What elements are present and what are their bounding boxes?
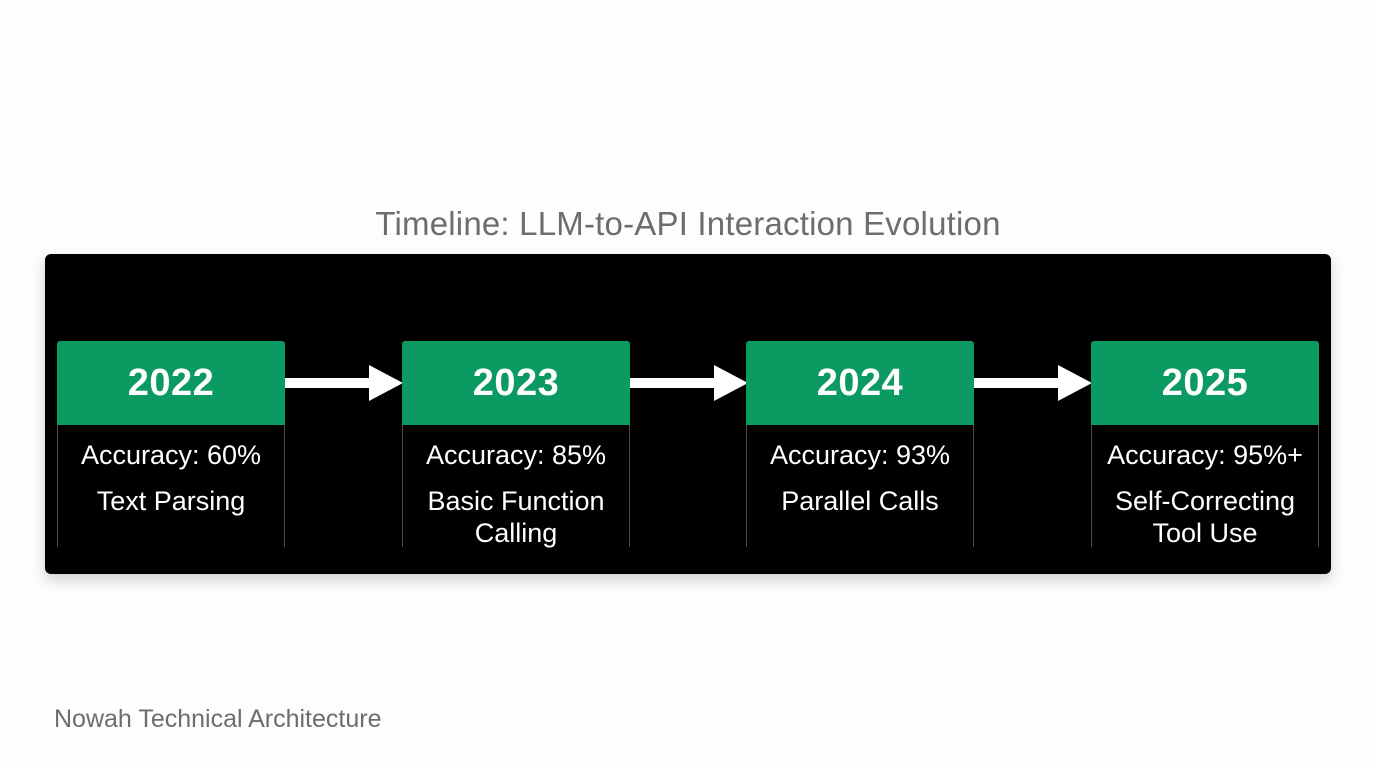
timeline-stage-2022: 2022 Accuracy: 60% Text Parsing [57, 341, 285, 547]
diagram-title: Timeline: LLM-to-API Interaction Evoluti… [375, 205, 1001, 242]
stage-year: 2023 [402, 341, 630, 425]
stage-body: Accuracy: 93% Parallel Calls [746, 425, 974, 547]
stage-year: 2024 [746, 341, 974, 425]
stage-description: Basic Function Calling [427, 486, 605, 548]
stage-description: Text Parsing [96, 486, 246, 516]
arrow-right-icon [630, 365, 748, 401]
arrow-right-icon [285, 365, 403, 401]
arrow-right-icon [974, 365, 1092, 401]
stage-description: Parallel Calls [781, 486, 939, 516]
stage-body: Accuracy: 85% Basic Function Calling [402, 425, 630, 548]
timeline-panel: 2022 Accuracy: 60% Text Parsing 2023 Acc… [45, 254, 1331, 574]
stage-accuracy: Accuracy: 85% [425, 440, 607, 470]
stage-year: 2022 [57, 341, 285, 425]
stage-year: 2025 [1091, 341, 1319, 425]
stage-accuracy: Accuracy: 60% [80, 440, 262, 470]
timeline-stage-2025: 2025 Accuracy: 95%+ Self-Correcting Tool… [1091, 341, 1319, 548]
stage-body: Accuracy: 95%+ Self-Correcting Tool Use [1091, 425, 1319, 548]
footer-text: Nowah Technical Architecture [54, 705, 382, 733]
timeline-stage-2023: 2023 Accuracy: 85% Basic Function Callin… [402, 341, 630, 548]
stage-accuracy: Accuracy: 93% [769, 440, 951, 470]
stage-body: Accuracy: 60% Text Parsing [57, 425, 285, 547]
timeline-stage-2024: 2024 Accuracy: 93% Parallel Calls [746, 341, 974, 547]
stage-accuracy: Accuracy: 95%+ [1107, 440, 1303, 470]
stage-description: Self-Correcting Tool Use [1114, 486, 1296, 548]
